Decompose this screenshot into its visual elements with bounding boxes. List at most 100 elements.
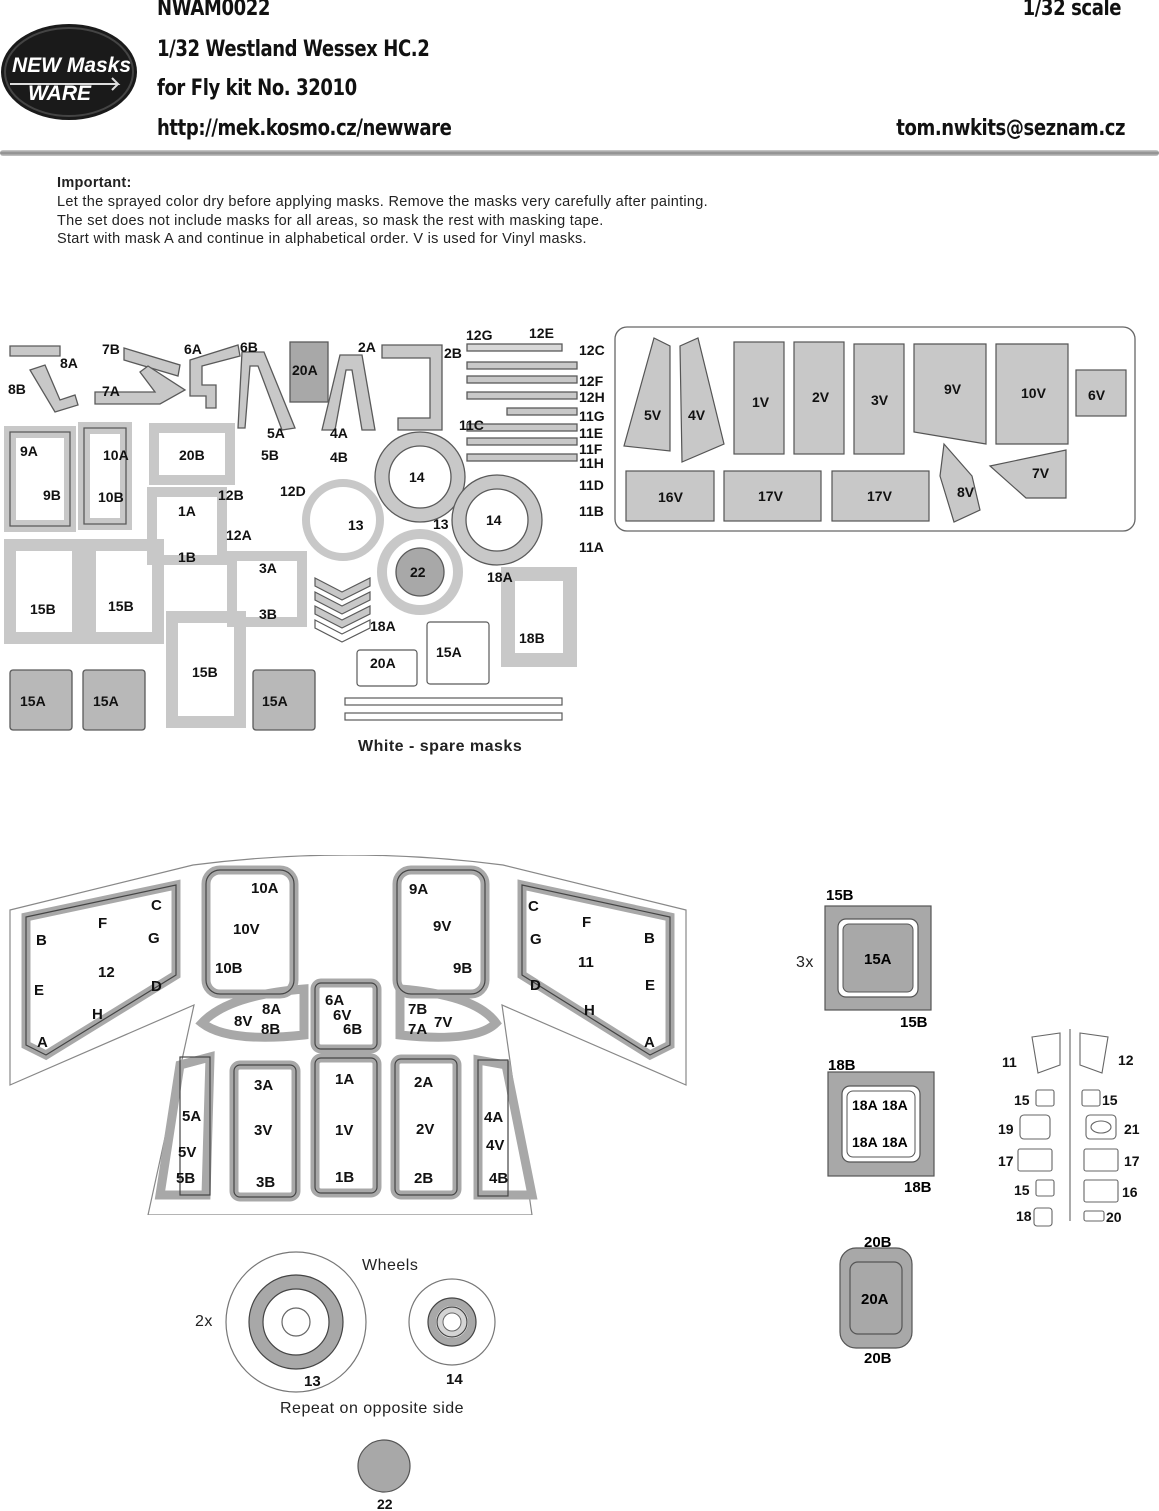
- svg-text:18A: 18A: [882, 1097, 908, 1113]
- website-link[interactable]: http://mek.kosmo.cz/newware: [157, 116, 452, 141]
- svg-text:6B: 6B: [240, 339, 258, 355]
- svg-text:18B: 18B: [519, 630, 545, 646]
- svg-text:12E: 12E: [529, 325, 554, 341]
- svg-text:4V: 4V: [688, 407, 706, 423]
- wheels-quantity: 2x: [195, 1313, 213, 1330]
- svg-text:16: 16: [1122, 1184, 1138, 1200]
- svg-text:15A: 15A: [436, 644, 462, 660]
- svg-text:17V: 17V: [758, 488, 784, 504]
- svg-text:12C: 12C: [579, 342, 605, 358]
- svg-text:A: A: [644, 1034, 655, 1051]
- svg-text:4B: 4B: [330, 449, 348, 465]
- svg-text:15B: 15B: [30, 601, 56, 617]
- svg-text:20B: 20B: [864, 1350, 892, 1367]
- svg-text:11G: 11G: [579, 408, 605, 424]
- svg-text:8A: 8A: [262, 1001, 281, 1018]
- svg-text:7V: 7V: [1032, 465, 1050, 481]
- svg-text:3B: 3B: [256, 1174, 275, 1191]
- svg-text:2V: 2V: [812, 389, 830, 405]
- svg-text:4B: 4B: [489, 1170, 508, 1187]
- mask-22: 22: [357, 1439, 411, 1511]
- svg-text:2A: 2A: [414, 1074, 433, 1091]
- svg-text:11A: 11A: [579, 539, 604, 555]
- svg-text:20A: 20A: [370, 655, 396, 671]
- svg-text:8B: 8B: [261, 1021, 280, 1038]
- svg-text:F: F: [582, 914, 591, 931]
- svg-text:21: 21: [1124, 1121, 1140, 1137]
- svg-text:14: 14: [446, 1371, 463, 1388]
- svg-text:12H: 12H: [579, 389, 605, 405]
- svg-text:B: B: [36, 932, 47, 949]
- svg-text:8B: 8B: [8, 381, 26, 397]
- kit-label: for Fly kit No. 32010: [157, 76, 357, 101]
- svg-text:18: 18: [1016, 1208, 1032, 1224]
- svg-text:7A: 7A: [102, 383, 120, 399]
- svg-text:1V: 1V: [335, 1122, 353, 1139]
- svg-text:10V: 10V: [1021, 385, 1047, 401]
- svg-text:6V: 6V: [333, 1007, 351, 1024]
- svg-text:6B: 6B: [343, 1021, 362, 1038]
- svg-text:17: 17: [1124, 1153, 1140, 1169]
- svg-text:10B: 10B: [98, 489, 124, 505]
- svg-text:15: 15: [1014, 1092, 1030, 1108]
- svg-text:9A: 9A: [20, 443, 38, 459]
- svg-text:10A: 10A: [103, 447, 129, 463]
- svg-text:D: D: [530, 977, 541, 994]
- email-link[interactable]: tom.nwkits@seznam.cz: [896, 116, 1125, 141]
- svg-text:G: G: [148, 930, 160, 947]
- svg-text:11F: 11F: [579, 441, 603, 457]
- svg-text:20A: 20A: [861, 1291, 889, 1308]
- svg-text:5V: 5V: [644, 407, 662, 423]
- svg-text:1V: 1V: [752, 394, 770, 410]
- svg-text:5A: 5A: [182, 1108, 201, 1125]
- svg-text:C: C: [151, 897, 162, 914]
- svg-text:6V: 6V: [1088, 387, 1106, 403]
- svg-text:11B: 11B: [579, 503, 604, 519]
- svg-text:8V: 8V: [957, 484, 975, 500]
- svg-text:7V: 7V: [434, 1014, 452, 1031]
- svg-text:19: 19: [998, 1121, 1014, 1137]
- svg-text:11C: 11C: [459, 417, 484, 433]
- window-20-mask: 20B 20A 20B: [839, 1234, 913, 1367]
- svg-text:2B: 2B: [444, 345, 462, 361]
- svg-text:16V: 16V: [658, 489, 684, 505]
- svg-text:7A: 7A: [408, 1021, 427, 1038]
- svg-text:1A: 1A: [178, 503, 196, 519]
- logo-text-2: WARE: [28, 82, 92, 105]
- window-15-mask: 15B 15A 15B: [824, 887, 932, 1031]
- instruction-line-3: Start with mask A and continue in alphab…: [57, 231, 587, 247]
- svg-text:4A: 4A: [484, 1109, 503, 1126]
- wheel-masks: 13 14: [225, 1251, 496, 1393]
- svg-text:9V: 9V: [944, 381, 962, 397]
- svg-text:F: F: [98, 915, 107, 932]
- svg-text:1A: 1A: [335, 1071, 354, 1088]
- svg-text:11D: 11D: [579, 477, 604, 493]
- svg-text:C: C: [528, 898, 539, 915]
- svg-text:2B: 2B: [414, 1170, 433, 1187]
- svg-text:12D: 12D: [280, 483, 306, 499]
- repeat-caption: Repeat on opposite side: [280, 1400, 465, 1417]
- svg-text:3A: 3A: [259, 560, 277, 576]
- svg-text:15A: 15A: [864, 951, 892, 968]
- instructions-heading: Important:: [57, 175, 132, 191]
- svg-text:20: 20: [1106, 1209, 1122, 1225]
- svg-text:E: E: [645, 977, 655, 994]
- svg-text:17: 17: [998, 1153, 1014, 1169]
- svg-text:12G: 12G: [466, 327, 493, 343]
- svg-text:18A: 18A: [882, 1134, 908, 1150]
- svg-text:4A: 4A: [330, 425, 348, 441]
- svg-text:12: 12: [1118, 1052, 1134, 1068]
- svg-text:15: 15: [1102, 1092, 1118, 1108]
- svg-text:15B: 15B: [192, 664, 218, 680]
- svg-text:22: 22: [410, 564, 426, 580]
- svg-text:15A: 15A: [262, 693, 288, 709]
- svg-text:22: 22: [377, 1496, 393, 1511]
- svg-text:18B: 18B: [828, 1057, 856, 1074]
- svg-text:12F: 12F: [579, 373, 604, 389]
- svg-text:B: B: [644, 930, 655, 947]
- instruction-line-1: Let the sprayed color dry before applyin…: [57, 194, 708, 210]
